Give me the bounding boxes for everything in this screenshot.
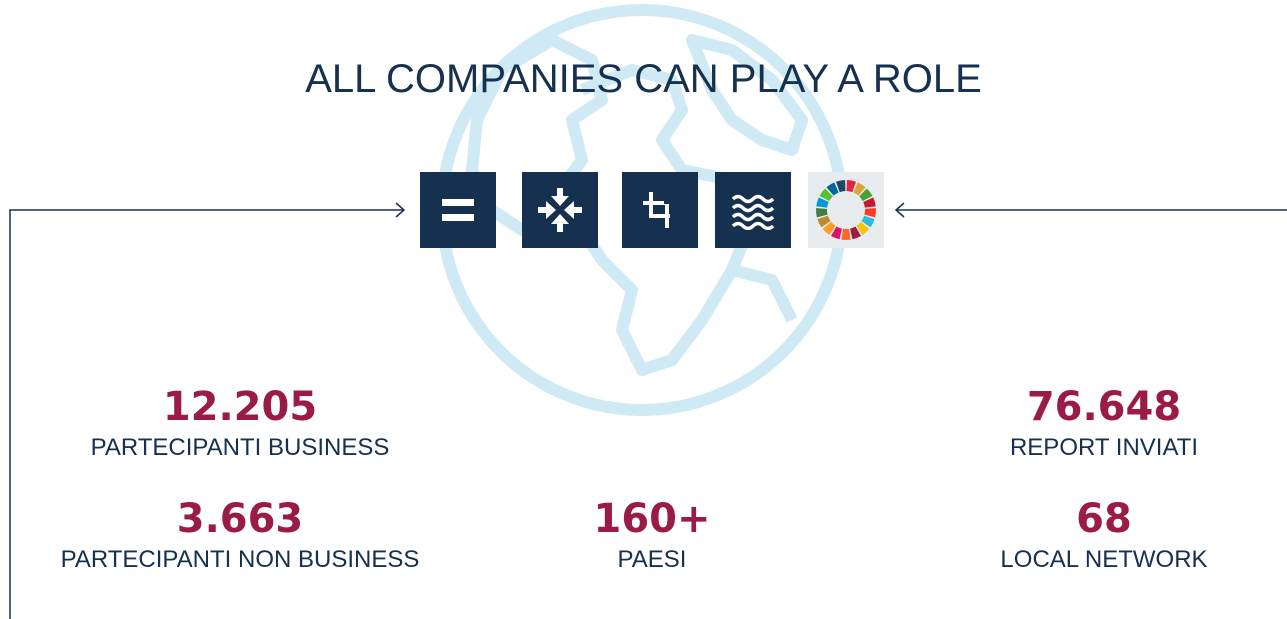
sdg-wheel-icon xyxy=(808,172,884,248)
stat-non-business-participants: 3.663 PARTECIPANTI NON BUSINESS xyxy=(20,497,460,575)
stat-label: PAESI xyxy=(617,546,687,573)
sdg-wheel-segment xyxy=(826,182,839,196)
stat-label: LOCAL NETWORK xyxy=(1000,546,1208,573)
stat-value: 160+ xyxy=(593,496,711,542)
sdg-wheel-segment xyxy=(853,182,866,196)
equal-icon xyxy=(420,172,496,248)
stat-value: 68 xyxy=(1076,496,1132,542)
sdg-wheel-segment xyxy=(816,197,829,208)
sdg-wheel-segment xyxy=(817,215,831,228)
sdg-wheel-segment xyxy=(861,215,875,228)
sdg-wheel-segment xyxy=(822,221,836,236)
stat-value: 12.205 xyxy=(162,384,318,430)
page-title: ALL COMPANIES CAN PLAY A ROLE xyxy=(305,57,982,101)
sdg-wheel-segment xyxy=(850,226,862,240)
waves-icon xyxy=(715,172,791,248)
sdg-wheel-segment xyxy=(864,208,876,218)
sdg-wheel-segment xyxy=(816,208,828,218)
sdg-wheel-segment xyxy=(836,180,846,193)
stat-label: PARTECIPANTI NON BUSINESS xyxy=(60,546,420,573)
arrows-inward-icon xyxy=(522,172,598,248)
stat-business-participants: 12.205 PARTECIPANTI BUSINESS xyxy=(20,385,460,463)
stat-countries: 160+ PAESI xyxy=(552,497,752,575)
stat-value: 3.663 xyxy=(176,496,304,542)
sdg-wheel-segment xyxy=(863,197,876,208)
sdg-wheel-segment xyxy=(859,188,873,202)
sdg-wheel-segment xyxy=(830,226,842,240)
crop-icon xyxy=(622,172,698,248)
stat-value: 76.648 xyxy=(1026,384,1182,430)
stat-label: REPORT INVIATI xyxy=(1009,434,1199,461)
stat-label: PARTECIPANTI BUSINESS xyxy=(90,434,390,461)
sdg-wheel-segment xyxy=(819,188,833,202)
stat-reports: 76.648 REPORT INVIATI xyxy=(954,385,1254,463)
sdg-wheel-segment xyxy=(841,228,851,240)
sdg-wheel-segment xyxy=(846,180,856,193)
stat-local-networks: 68 LOCAL NETWORK xyxy=(954,497,1254,575)
sdg-wheel-segment xyxy=(856,221,870,236)
